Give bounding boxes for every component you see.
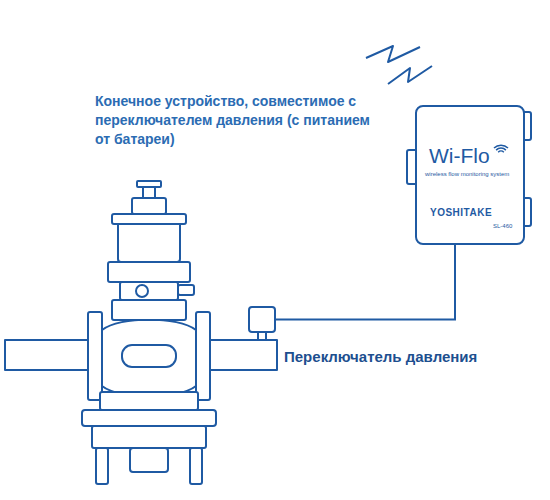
component-label: Переключатель давления [284,348,477,365]
bottom-flange [82,410,216,426]
adjusting-cap [132,198,166,214]
pipe-body [5,340,277,370]
bonnet-neck [120,282,178,300]
switch-stem [258,332,266,340]
signal-wave [388,66,432,84]
logo-subtitle: wireless flow monitoring system [425,171,509,178]
valve [82,181,216,484]
pipe [5,340,277,370]
brand-name: YOSHITAKE [430,207,492,219]
side-fitting [178,285,194,295]
wifi-arc [494,145,508,148]
gauge-port [136,285,148,297]
logo-text: Wi-Flo [429,144,490,168]
adjusting-screw [143,187,155,198]
spring-housing [118,222,180,262]
pressure-switch: Переключатель давления [248,306,276,333]
end-device-box: Конечное устройство, совместимое с перек… [415,105,525,245]
spring-flange [108,262,190,282]
bonnet [112,300,186,320]
flange [196,312,210,400]
wifi-arc [496,148,506,150]
wifi-arc [498,151,504,152]
switch-stem-part [258,332,266,340]
bottom-cover [92,426,206,448]
lock-nut [137,181,161,187]
valve-body [102,320,196,397]
foot [190,448,202,484]
signal-cable [276,245,455,320]
drain-boss [130,448,168,472]
lower-body [100,392,198,410]
foot [96,448,108,484]
top-flange [112,214,186,224]
flange [88,312,102,400]
signal-wave [366,46,420,62]
callout-label: Конечное устройство, совместимое с перек… [95,92,371,149]
signal-waves [366,46,432,84]
model-number: SL-460 [493,223,512,230]
body-bulge [122,345,176,367]
